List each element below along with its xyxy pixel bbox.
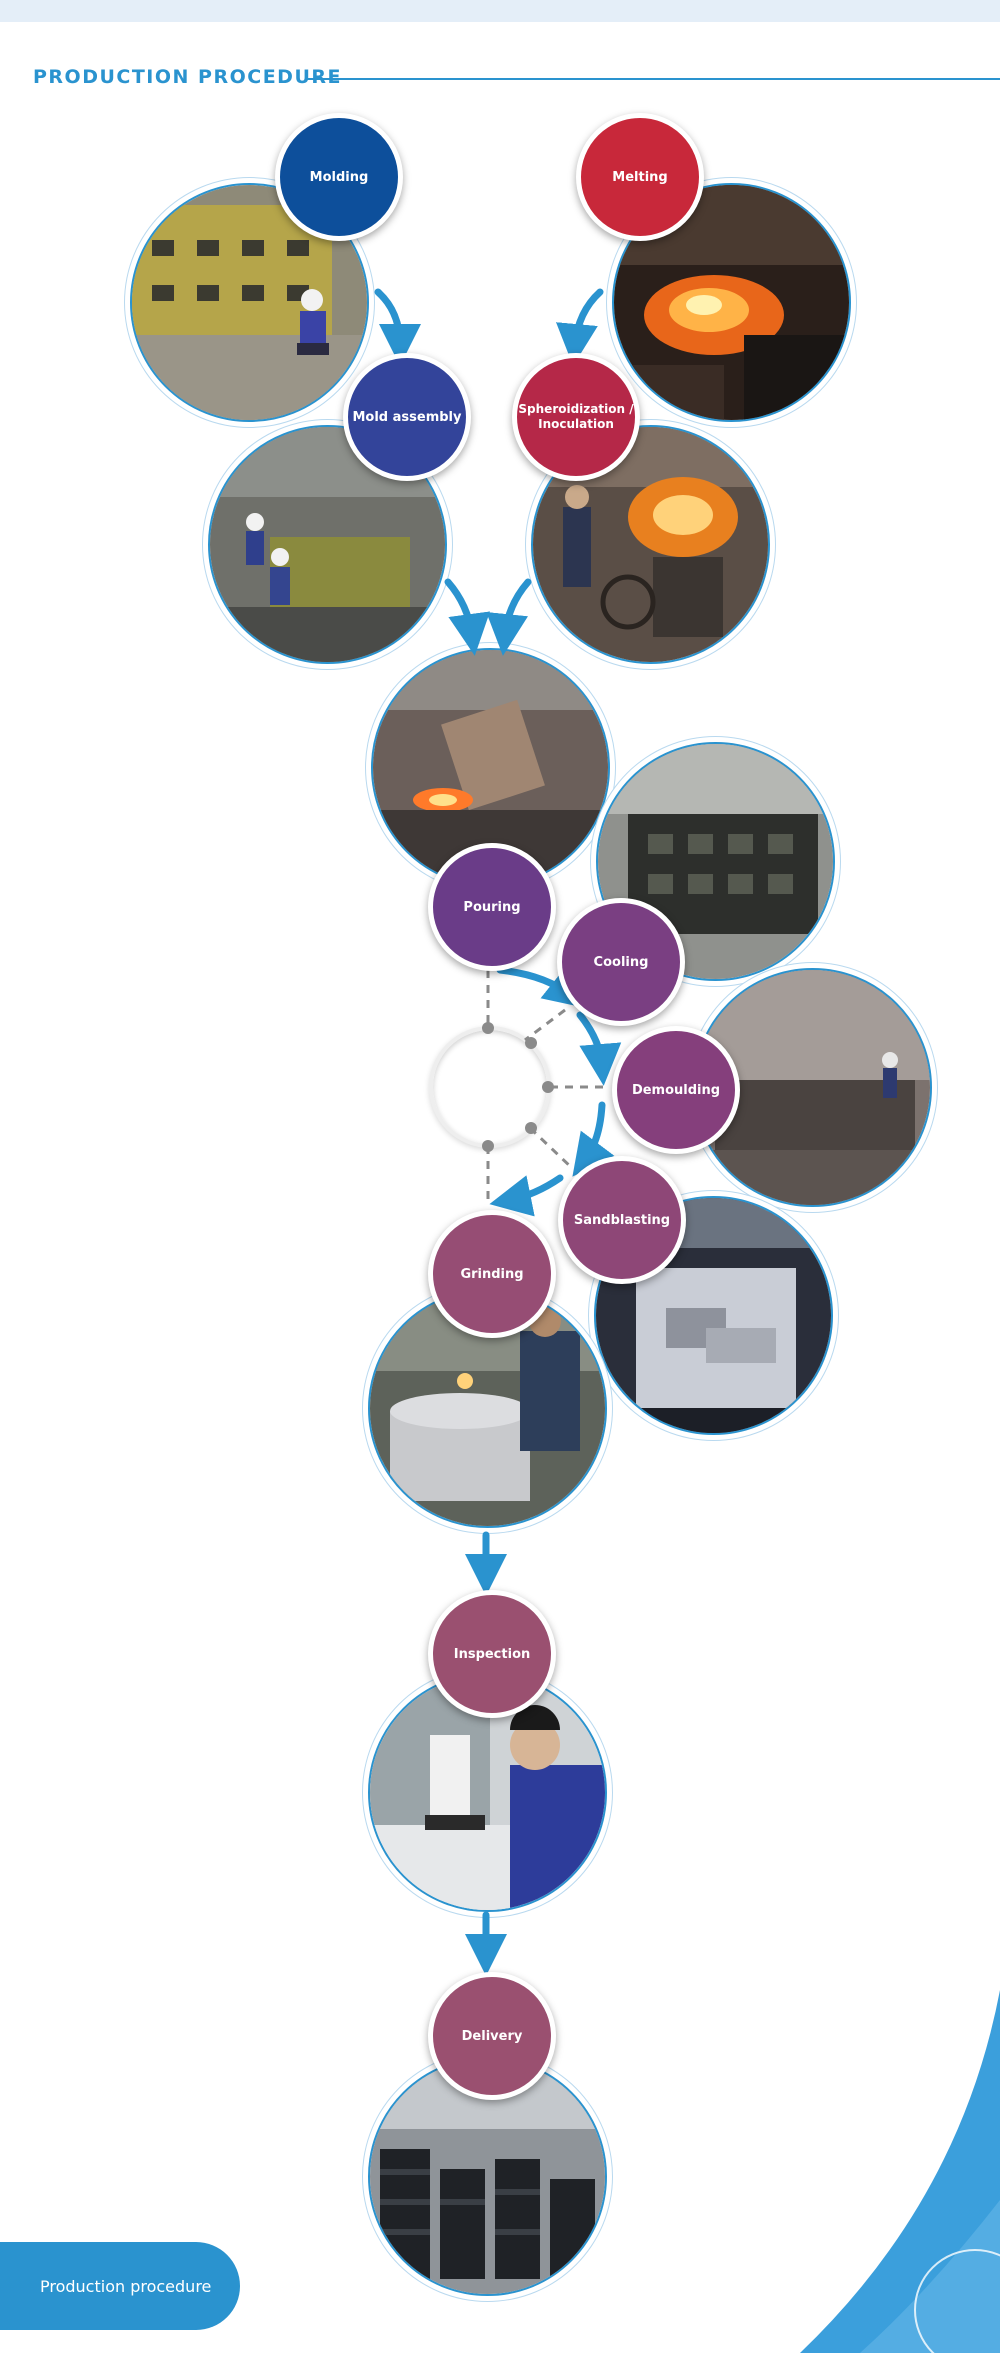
section-title: PRODUCTION PROCEDURE bbox=[33, 66, 342, 88]
step-mold-assembly[interactable]: Mold assembly bbox=[343, 353, 471, 481]
melting-photo bbox=[612, 183, 851, 422]
cooling-photo bbox=[596, 742, 835, 981]
step-pouring[interactable]: Pouring bbox=[428, 843, 556, 971]
step-melting[interactable]: Melting bbox=[576, 113, 704, 241]
step-grinding[interactable]: Grinding bbox=[428, 1210, 556, 1338]
footer-section-tab[interactable]: Production procedure bbox=[0, 2242, 240, 2330]
step-molding[interactable]: Molding bbox=[275, 113, 403, 241]
title-divider bbox=[305, 78, 1000, 80]
step-cooling[interactable]: Cooling bbox=[557, 898, 685, 1026]
footer-label: Production procedure bbox=[40, 2276, 212, 2296]
step-demoulding[interactable]: Demoulding bbox=[612, 1026, 740, 1154]
step-spheroidization[interactable]: Spheroidization / Inoculation bbox=[512, 353, 640, 481]
step-inspection[interactable]: Inspection bbox=[428, 1590, 556, 1718]
step-delivery[interactable]: Delivery bbox=[428, 1972, 556, 2100]
step-sandblasting[interactable]: Sandblasting bbox=[558, 1156, 686, 1284]
top-banner-strip bbox=[0, 0, 1000, 22]
